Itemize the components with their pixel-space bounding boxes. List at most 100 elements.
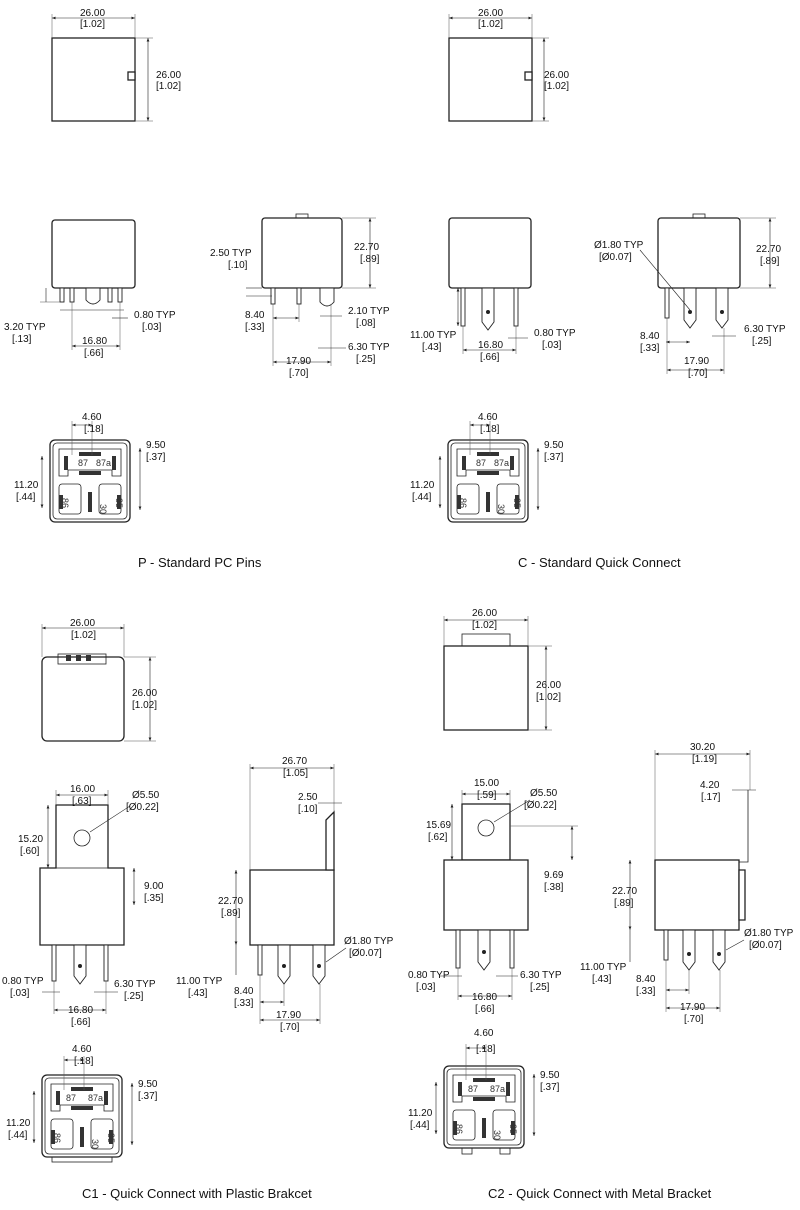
dims-d080-in-label: [.03]	[416, 982, 436, 993]
pins-p86-label: 86	[458, 498, 468, 508]
dims-d1100-in-label: [.43]	[188, 988, 208, 999]
dims-d26-label: 26.00	[132, 688, 157, 699]
caption-p: P - Standard PC Pins	[138, 555, 262, 570]
dim-pin-width-in: [.08]	[356, 318, 376, 329]
dims-d460-label: 4.60	[72, 1044, 92, 1055]
dims-d26-label: 26.00	[70, 618, 95, 629]
dims-d1790-in-label: [.70]	[684, 1014, 704, 1025]
dims-d420-in-label: [.17]	[701, 792, 721, 803]
dims-d180-in-label: [Ø0.07]	[749, 940, 782, 951]
pins-p86-label: 86	[60, 498, 70, 508]
pins-p30-label: 30	[496, 504, 506, 514]
dims-d080-in-label: [.03]	[10, 988, 30, 999]
dims-d1120-in-label: [.44]	[8, 1130, 28, 1141]
dims-d950-label: 9.50	[540, 1070, 560, 1081]
dim-height: 26.00	[156, 70, 181, 81]
dims-d1790-label: 17.90	[276, 1010, 301, 1021]
dims-d180-in-label: [Ø0.07]	[599, 252, 632, 263]
dim-pin-length: 3.20 TYP	[4, 322, 46, 333]
dims-d1790-in-label: [.70]	[280, 1022, 300, 1033]
dims-d900-label: 9.00	[144, 881, 164, 892]
dim-pin-length-in: [.13]	[12, 334, 32, 345]
variant-c1-top-view: 26.00 [1.02] 26.00 [1.02]	[41, 618, 157, 742]
dims-d26-in-label: [1.02]	[132, 700, 157, 711]
dim-pin-pitch-in: [.33]	[245, 322, 265, 333]
variant-c1-side-view: 26.70 [1.05] 2.50 [.10] 22.70 [.89] Ø1.8…	[176, 756, 394, 1033]
pins-p86-label: 86	[454, 1124, 464, 1134]
pins-p85-label: 85	[114, 498, 124, 508]
dims-d3020-in-label: [1.19]	[692, 754, 717, 765]
dim-width-in: [1.02]	[80, 19, 105, 30]
dims-d180-in-label: [Ø0.07]	[349, 948, 382, 959]
dims-d969-label: 9.69	[544, 870, 564, 881]
dims-d900-in-label: [.35]	[144, 893, 164, 904]
dims-d460-label: 4.60	[478, 412, 498, 423]
dim-row-spacing-in: [.44]	[16, 492, 36, 503]
variant-p-end-view: 22.70 [.89] 2.50 TYP [.10] 8.40 [.33] 2.…	[210, 213, 390, 379]
variant-c-side-view: 11.00 TYP [.43] 16.80 [.66] 0.80 TYP [.0…	[410, 217, 576, 363]
pins-p87a-label: 87a	[96, 458, 111, 468]
dims-d2670-label: 26.70	[282, 756, 307, 767]
dim-row-offset-in: [.37]	[146, 452, 166, 463]
dim-height-in: [1.02]	[156, 81, 181, 92]
dims-d2270-in-label: [.89]	[221, 908, 241, 919]
dims-d630-label: 6.30 TYP	[114, 979, 156, 990]
dims-d2270-label: 22.70	[612, 886, 637, 897]
caption-c: C - Standard Quick Connect	[518, 555, 681, 570]
dim-standoff: 2.50 TYP	[210, 248, 252, 259]
dim-row-spacing: 11.20	[14, 480, 39, 491]
dims-d840-label: 8.40	[640, 331, 660, 342]
dims-d1100-label: 11.00 TYP	[410, 330, 457, 341]
dim-pin-spacing: 17.90	[286, 356, 311, 367]
dims-d1100-label: 11.00 TYP	[176, 976, 223, 987]
pins-p86-label: 86	[52, 1133, 62, 1143]
dims-d1500-in-label: [.59]	[477, 790, 497, 801]
dims-d1680-in-label: [.66]	[480, 352, 500, 363]
dim-standoff-in: [.10]	[228, 260, 248, 271]
variant-p-side-view: 3.20 TYP [.13] 16.80 [.66] 0.80 TYP [.03…	[4, 219, 176, 359]
dims-d840-in-label: [.33]	[636, 986, 656, 997]
dims-d080-in-label: [.03]	[542, 340, 562, 351]
variant-c2-pin-layout: 87 87a 86 85 30 4.60 [.18] 9.50 [.37] 11…	[408, 1028, 560, 1155]
dims-d460-label: 4.60	[474, 1028, 494, 1039]
dims-d080-label: 0.80 TYP	[408, 970, 450, 981]
dims-d420-label: 4.20	[700, 780, 720, 791]
dims-d250b-in-label: [.10]	[298, 804, 318, 815]
dims-d840-label: 8.40	[636, 974, 656, 985]
dims-d550-in-label: [Ø0.22]	[126, 802, 159, 813]
variant-c1-pin-layout: 87 87a 86 85 30 4.60 [.18] 9.50 [.37] 11…	[6, 1044, 158, 1163]
dims-d460-in-label: [.18]	[74, 1056, 94, 1067]
dims-d26-label: 26.00	[536, 680, 561, 691]
dims-d630-label: 6.30 TYP	[520, 970, 562, 981]
dim-tab-width-in: [.25]	[356, 354, 376, 365]
dims-d1600-label: 16.00	[70, 784, 95, 795]
dims-d630-in-label: [.25]	[530, 982, 550, 993]
pins-p87-label: 87	[78, 458, 88, 468]
dims-d2270-in-label: [.89]	[614, 898, 634, 909]
dim-tab-width: 6.30 TYP	[348, 342, 390, 353]
dims-d1520-label: 15.20	[18, 834, 43, 845]
dims-d2670-in-label: [1.05]	[283, 768, 308, 779]
dims-d969-in-label: [.38]	[544, 882, 564, 893]
dims-d630-in-label: [.25]	[752, 336, 772, 347]
dims-d26-label: 26.00	[472, 608, 497, 619]
dims-d1790-in-label: [.70]	[688, 368, 708, 379]
pins-p85-label: 85	[508, 1124, 518, 1134]
pins-p87a-label: 87a	[494, 458, 509, 468]
dims-d26-in-label: [1.02]	[478, 19, 503, 30]
dim-pin-pitch: 8.40	[245, 310, 265, 321]
dims-d26-in-label: [1.02]	[536, 692, 561, 703]
dims-d1680-label: 16.80	[68, 1005, 93, 1016]
dims-d950-label: 9.50	[138, 1079, 158, 1090]
pins-p30-label: 30	[492, 1130, 502, 1140]
dims-d1120-label: 11.20	[410, 480, 435, 491]
dim-pin-span: 16.80	[82, 336, 107, 347]
dims-d2270-label: 22.70	[756, 244, 781, 255]
dims-d180-label: Ø1.80 TYP	[594, 240, 644, 251]
dims-d550-label: Ø5.50	[530, 788, 558, 799]
dims-d950-in-label: [.37]	[544, 452, 564, 463]
pins-p87a-label: 87a	[88, 1093, 103, 1103]
pins-p87-label: 87	[468, 1084, 478, 1094]
dim-pin-span-in: [.66]	[84, 348, 104, 359]
